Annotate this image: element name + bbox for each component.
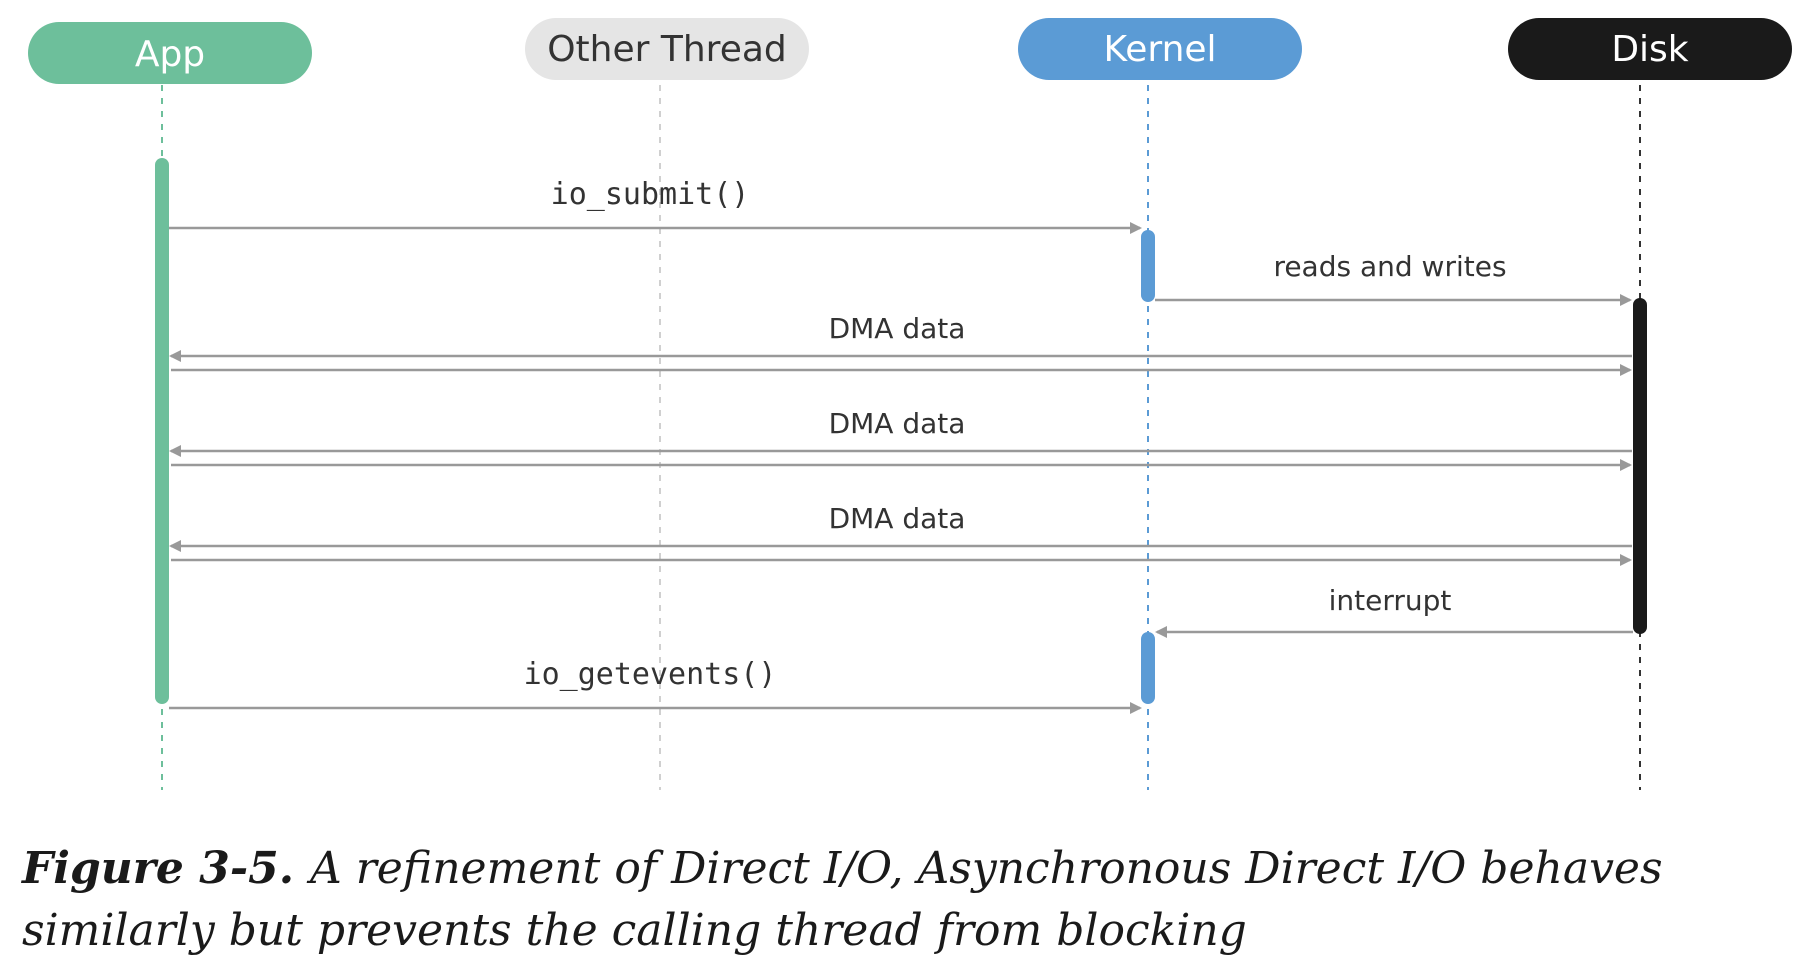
figure-number: Figure 3-5. bbox=[22, 843, 295, 894]
figure-caption-text: A refinement of Direct I/O, Asynchronous… bbox=[22, 843, 1663, 956]
lane-header-kernel: Kernel bbox=[1018, 18, 1302, 80]
kernel-activation-interrupt bbox=[1141, 632, 1155, 704]
lane-label-app: App bbox=[135, 34, 205, 75]
disk-activation bbox=[1633, 298, 1647, 634]
lane-header-app: App bbox=[28, 22, 312, 84]
lane-header-other-thread: Other Thread bbox=[525, 18, 809, 80]
message-label-dma-3: DMA data bbox=[829, 502, 966, 535]
message-label-io-getevents: io_getevents() bbox=[524, 657, 777, 692]
lane-header-disk: Disk bbox=[1508, 18, 1792, 80]
lane-label-disk: Disk bbox=[1611, 29, 1688, 70]
message-label-dma-1: DMA data bbox=[829, 312, 966, 345]
message-label-reads-writes: reads and writes bbox=[1273, 250, 1506, 283]
message-label-interrupt: interrupt bbox=[1329, 584, 1452, 617]
lane-label-kernel: Kernel bbox=[1103, 29, 1216, 70]
lane-label-other-thread: Other Thread bbox=[547, 29, 787, 70]
sequence-diagram: App Other Thread Kernel Disk io_submit()… bbox=[28, 18, 1792, 790]
app-activation bbox=[155, 158, 169, 704]
kernel-activation-submit bbox=[1141, 230, 1155, 302]
message-label-dma-2: DMA data bbox=[829, 407, 966, 440]
message-label-io-submit: io_submit() bbox=[551, 177, 750, 212]
figure-caption: Figure 3-5.A refinement of Direct I/O, A… bbox=[22, 838, 1792, 962]
